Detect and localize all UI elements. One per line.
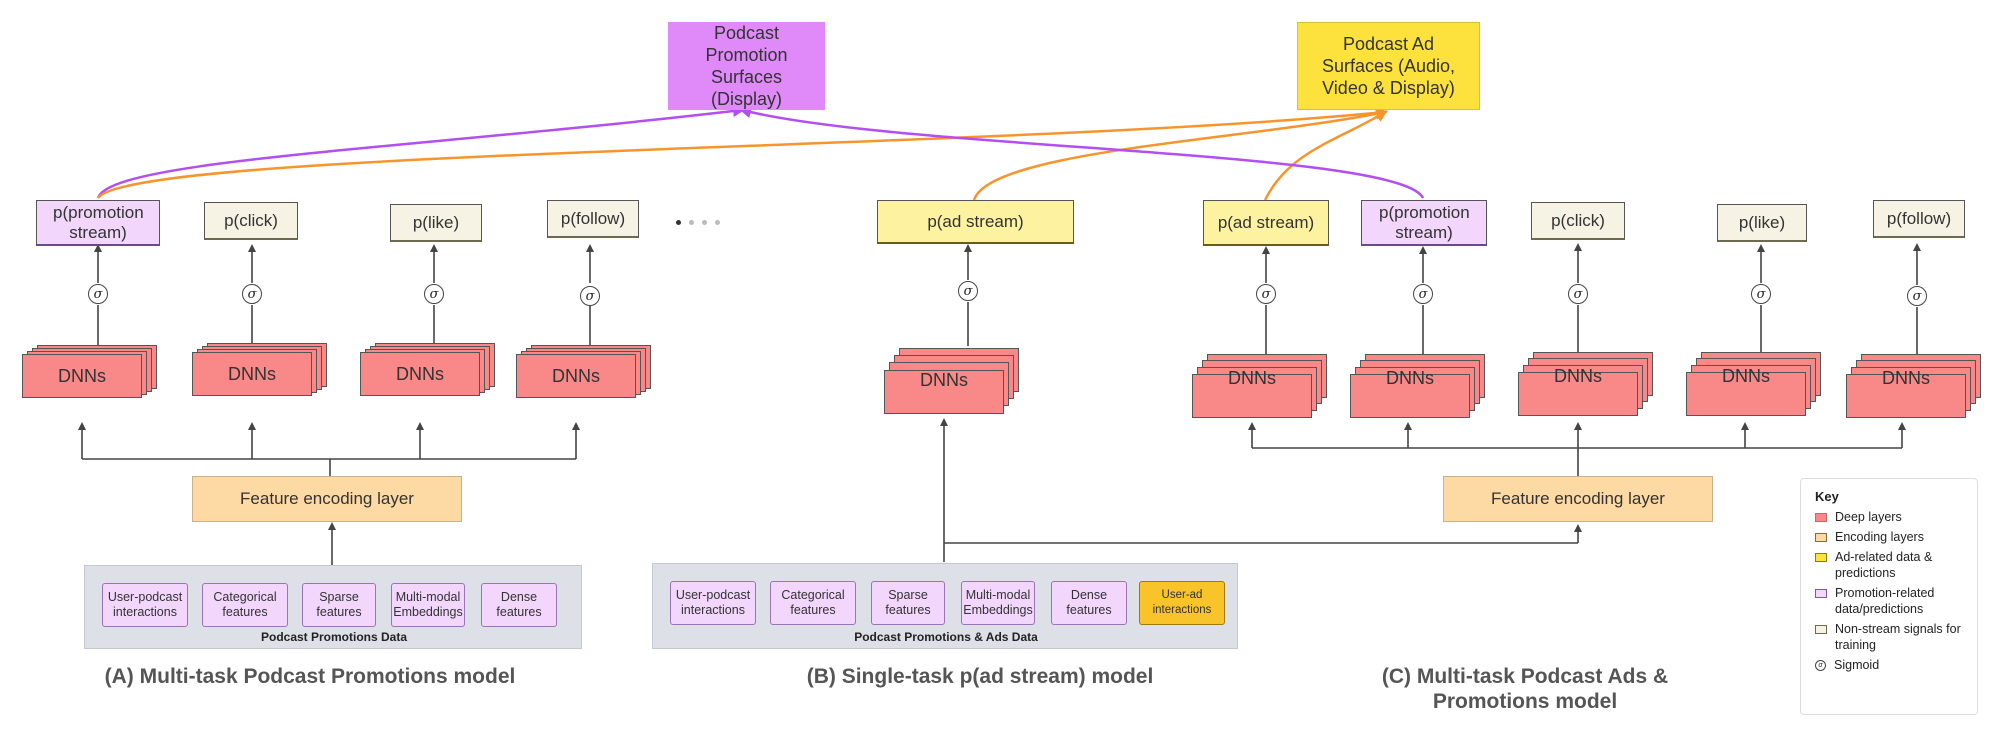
promotion-arrow-c — [739, 106, 1425, 199]
prediction-follow-c: p(follow) — [1873, 200, 1965, 238]
feature-chip-user-podcast: User-podcast interactions — [102, 583, 188, 627]
legend-item-sigmoid: σ Sigmoid — [1815, 657, 1963, 673]
feature-chip-user-ad: User-ad interactions — [1139, 581, 1225, 625]
feature-chip-sparse: Sparse features — [302, 583, 376, 627]
yellow-swatch — [1815, 553, 1827, 562]
promotion-arrow-a — [96, 105, 745, 199]
ad-arrow-c — [1263, 110, 1388, 201]
prediction-like-a: p(like) — [390, 204, 482, 242]
sigmoid-icon: σ — [1751, 284, 1771, 304]
prediction-ad-stream-c: p(ad stream) — [1203, 200, 1329, 246]
prediction-follow-a: p(follow) — [547, 200, 639, 238]
feature-chip-user-podcast: User-podcast interactions — [670, 581, 756, 625]
ad-arrow-b — [972, 107, 1388, 201]
dnn-label: DNNs — [1882, 367, 1930, 388]
feature-encoding-layer-c: Feature encoding layer — [1443, 476, 1713, 522]
sigmoid-icon: σ — [88, 284, 108, 304]
data-panel-b: User-podcast interactions Categorical fe… — [652, 563, 1238, 649]
legend-item-deep-layers: Deep layers — [1815, 509, 1963, 525]
beige-swatch — [1815, 625, 1827, 634]
red-swatch — [1815, 513, 1827, 522]
caption-c: (C) Multi-task Podcast Ads & Promotions … — [1381, 665, 1669, 713]
ad-surfaces-label: Podcast Ad Surfaces (Audio, Video & Disp… — [1321, 34, 1456, 98]
dnn-label: DNNs — [1554, 365, 1602, 386]
sigmoid-icon: σ — [958, 281, 978, 301]
data-panel-a: User-podcast interactions Categorical fe… — [84, 565, 582, 649]
caption-b: (B) Single-task p(ad stream) model — [806, 665, 1154, 688]
purple-swatch — [1815, 589, 1827, 598]
sigmoid-icon: σ — [580, 286, 600, 306]
feature-chip-multimodal: Multi-modal Embeddings — [391, 583, 465, 627]
prediction-like-c: p(like) — [1717, 204, 1807, 242]
dnn-label: DNNs — [552, 365, 600, 386]
promotion-surfaces-label: Podcast Promotion Surfaces (Display) — [705, 23, 788, 109]
promotion-surfaces-box: Podcast Promotion Surfaces (Display) — [668, 22, 825, 110]
ad-surfaces-box: Podcast Ad Surfaces (Audio, Video & Disp… — [1297, 22, 1480, 110]
orange-swatch — [1815, 533, 1827, 542]
caption-a: (A) Multi-task Podcast Promotions model — [104, 665, 516, 688]
feature-chip-dense: Dense features — [1051, 581, 1127, 625]
feature-chip-sparse: Sparse features — [871, 581, 945, 625]
dnn-label: DNNs — [1386, 367, 1434, 388]
prediction-click-a: p(click) — [204, 202, 298, 240]
ellipsis-dots — [676, 220, 720, 225]
prediction-click-c: p(click) — [1531, 202, 1625, 240]
data-title-a: Podcast Promotions Data — [260, 630, 408, 644]
sigmoid-icon: σ — [1413, 284, 1433, 304]
prediction-promotion-stream-c: p(promotion stream) — [1361, 200, 1487, 246]
dnn-label: DNNs — [58, 365, 106, 386]
data-title-b: Podcast Promotions & Ads Data — [854, 630, 1038, 644]
dnn-label: DNNs — [228, 363, 276, 384]
sigmoid-icon: σ — [1815, 660, 1826, 671]
legend-item-encoding-layers: Encoding layers — [1815, 529, 1963, 545]
sigmoid-icon: σ — [1907, 286, 1927, 306]
legend-title: Key — [1815, 489, 1839, 504]
dnn-label: DNNs — [1228, 367, 1276, 388]
legend-item-promotion-related: Promotion-related data/predictions — [1815, 585, 1963, 617]
legend-key: Key Deep layers Encoding layers Ad-relat… — [1800, 478, 1978, 715]
prediction-ad-stream-b: p(ad stream) — [877, 200, 1074, 244]
feature-encoding-layer-a: Feature encoding layer — [192, 476, 462, 522]
dnn-label: DNNs — [1722, 365, 1770, 386]
feature-chip-multimodal: Multi-modal Embeddings — [961, 581, 1035, 625]
sigmoid-icon: σ — [424, 284, 444, 304]
legend-item-non-stream: Non-stream signals for training — [1815, 621, 1963, 653]
feature-chip-dense: Dense features — [481, 583, 557, 627]
sigmoid-icon: σ — [242, 284, 262, 304]
prediction-promotion-stream-a: p(promotion stream) — [36, 200, 160, 246]
feature-chip-categorical: Categorical features — [202, 583, 288, 627]
sigmoid-icon: σ — [1568, 284, 1588, 304]
ad-arrow-a — [96, 106, 1388, 199]
legend-item-ad-related: Ad-related data & predictions — [1815, 549, 1963, 581]
feature-chip-categorical: Categorical features — [770, 581, 856, 625]
dnn-label: DNNs — [396, 363, 444, 384]
dnn-label: DNNs — [920, 369, 968, 390]
sigmoid-icon: σ — [1256, 284, 1276, 304]
